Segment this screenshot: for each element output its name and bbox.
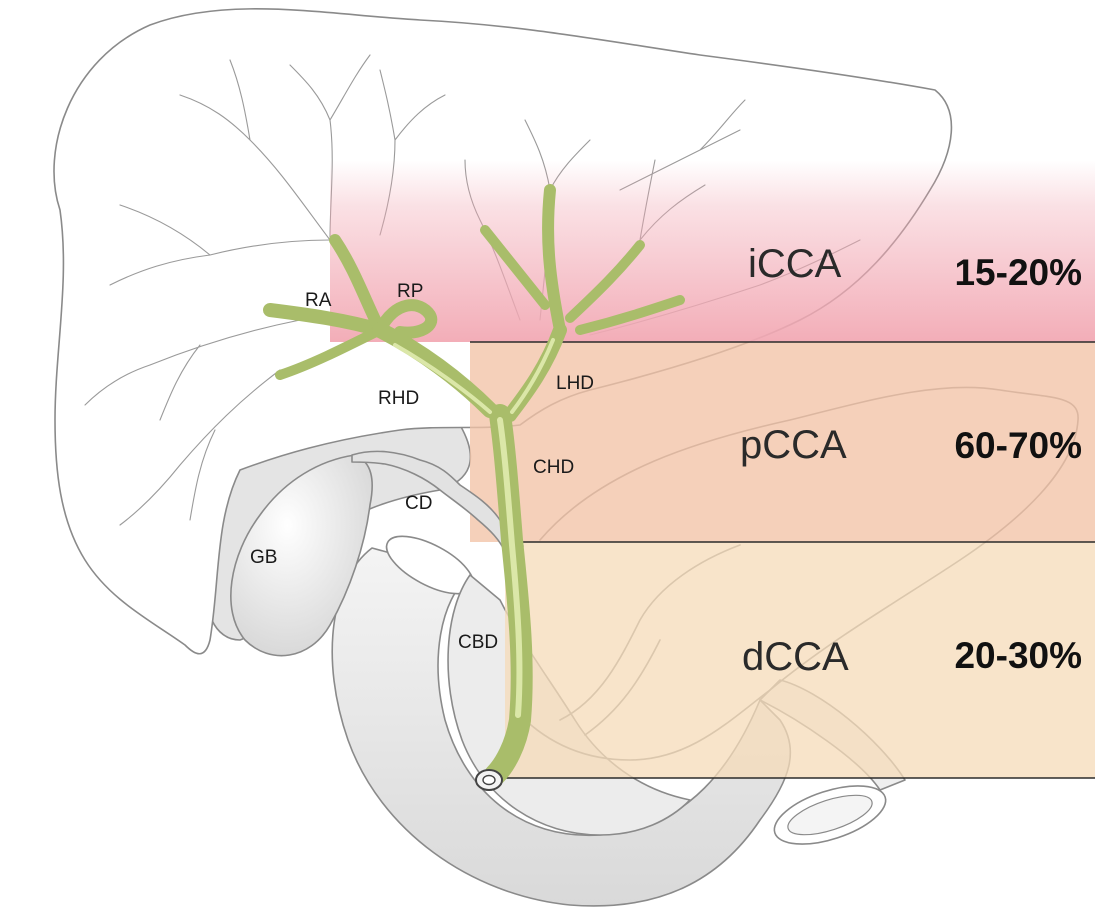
label-cd: CD	[405, 493, 432, 514]
label-rhd: RHD	[378, 388, 419, 409]
icca-band	[330, 160, 1095, 342]
zone-percent-icca: 15-20%	[954, 252, 1082, 293]
label-chd: CHD	[533, 457, 574, 478]
zone-name-icca: iCCA	[748, 242, 842, 286]
zone-percent-pcca: 60-70%	[954, 425, 1082, 466]
zone-percent-dcca: 20-30%	[954, 635, 1082, 676]
zone-name-pcca: pCCA	[740, 423, 847, 467]
label-cbd: CBD	[458, 632, 498, 653]
label-rp: RP	[397, 281, 423, 302]
zone-name-dcca: dCCA	[742, 635, 849, 679]
label-ra: RA	[305, 290, 332, 311]
label-lhd: LHD	[556, 373, 594, 394]
label-gb: GB	[250, 547, 277, 568]
